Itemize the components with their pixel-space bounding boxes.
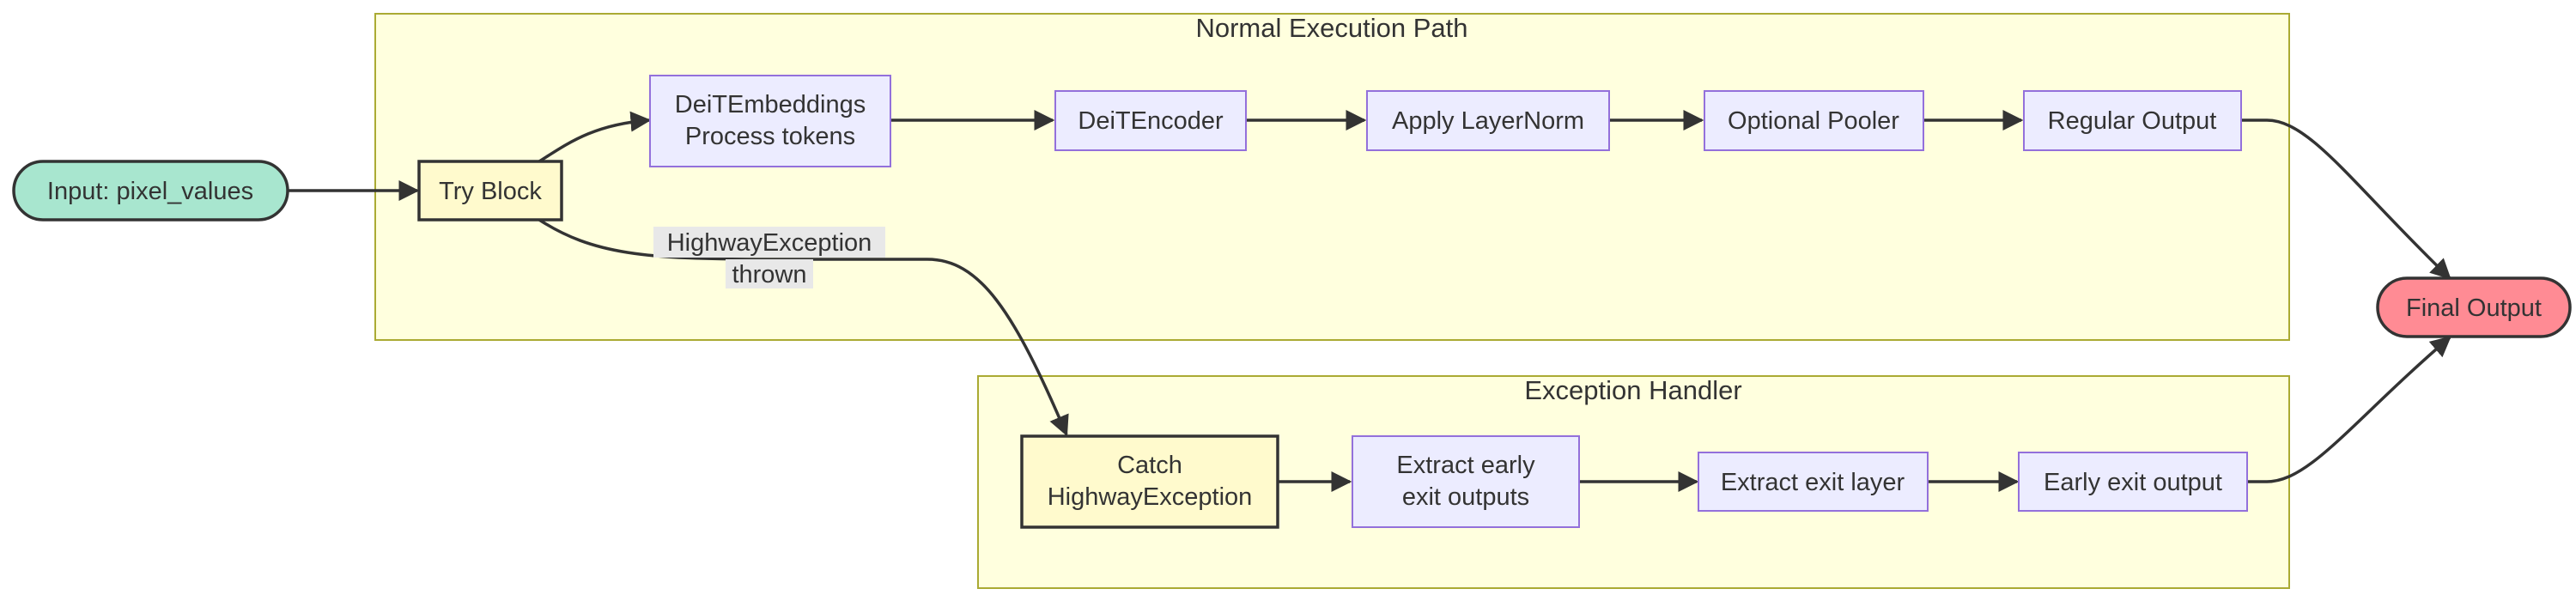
edge-try-to-catch xyxy=(538,218,1069,437)
edge-label-highway-exception: HighwayException thrown xyxy=(653,227,885,288)
node-input[interactable]: Input: pixel_values xyxy=(12,160,289,222)
cluster-handler-title: Exception Handler xyxy=(1524,375,1741,405)
node-extract-early-exit-outputs[interactable]: Extract early exit outputs xyxy=(1352,435,1580,528)
node-input-label: Input: pixel_values xyxy=(47,178,253,205)
edge-label-line1: HighwayException xyxy=(667,229,872,257)
node-final-output-label: Final Output xyxy=(2406,294,2542,322)
edge-try-to-embeddings xyxy=(538,111,652,163)
cluster-normal-execution-path: Normal Execution Path xyxy=(374,13,2290,341)
node-catch-highway-exception[interactable]: Catch HighwayException xyxy=(1020,434,1279,529)
edge-early-exit-to-final xyxy=(2247,336,2451,483)
edge-label-line2: thrown xyxy=(732,261,806,288)
node-extract-early-line2: exit outputs xyxy=(1402,483,1529,511)
node-early-exit-output[interactable]: Early exit output xyxy=(2018,452,2248,512)
node-regular-output-label: Regular Output xyxy=(2048,107,2217,135)
node-apply-layernorm[interactable]: Apply LayerNorm xyxy=(1366,90,1610,151)
edges xyxy=(288,110,2451,492)
node-regular-output[interactable]: Regular Output xyxy=(2023,90,2242,151)
node-catch-line2: HighwayException xyxy=(1048,483,1253,511)
node-optional-pooler[interactable]: Optional Pooler xyxy=(1704,90,1924,151)
edge-regular-output-to-final xyxy=(2241,118,2451,280)
node-try-block-label: Try Block xyxy=(439,178,542,205)
node-deit-encoder[interactable]: DeiTEncoder xyxy=(1054,90,1247,151)
node-extract-early-line1: Extract early xyxy=(1396,452,1535,479)
node-try-block[interactable]: Try Block xyxy=(417,160,563,222)
cluster-normal-title: Normal Execution Path xyxy=(1195,13,1467,43)
node-encoder-label: DeiTEncoder xyxy=(1078,107,1224,135)
node-layernorm-label: Apply LayerNorm xyxy=(1392,107,1584,135)
node-pooler-label: Optional Pooler xyxy=(1728,107,1899,135)
node-extract-exit-layer[interactable]: Extract exit layer xyxy=(1698,452,1929,512)
node-embeddings-line2: Process tokens xyxy=(685,123,855,150)
node-early-exit-output-label: Early exit output xyxy=(2044,469,2222,496)
node-deit-embeddings[interactable]: DeiTEmbeddings Process tokens xyxy=(649,75,891,167)
node-embeddings-line1: DeiTEmbeddings xyxy=(675,91,866,118)
node-extract-layer-label: Extract exit layer xyxy=(1721,469,1905,496)
node-catch-line1: Catch xyxy=(1117,452,1182,479)
node-final-output[interactable]: Final Output xyxy=(2376,276,2572,338)
